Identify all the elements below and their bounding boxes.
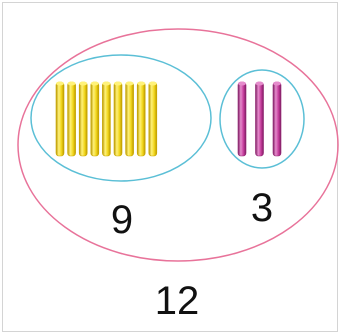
sticks-group-9 (56, 82, 157, 157)
stick (126, 82, 134, 157)
group-label-3: 3 (251, 186, 273, 230)
stick (91, 82, 99, 157)
stick (273, 82, 281, 157)
stick (102, 82, 110, 157)
stick (79, 82, 87, 157)
stick (56, 82, 64, 157)
stick (114, 82, 122, 157)
stick (149, 82, 157, 157)
stick (238, 82, 246, 157)
total-label-12: 12 (155, 279, 200, 323)
sticks-group-3 (238, 82, 281, 157)
stick (256, 82, 264, 157)
total-group-ellipse (18, 29, 338, 261)
group-label-9: 9 (111, 198, 133, 242)
stick (68, 82, 76, 157)
stick (137, 82, 145, 157)
